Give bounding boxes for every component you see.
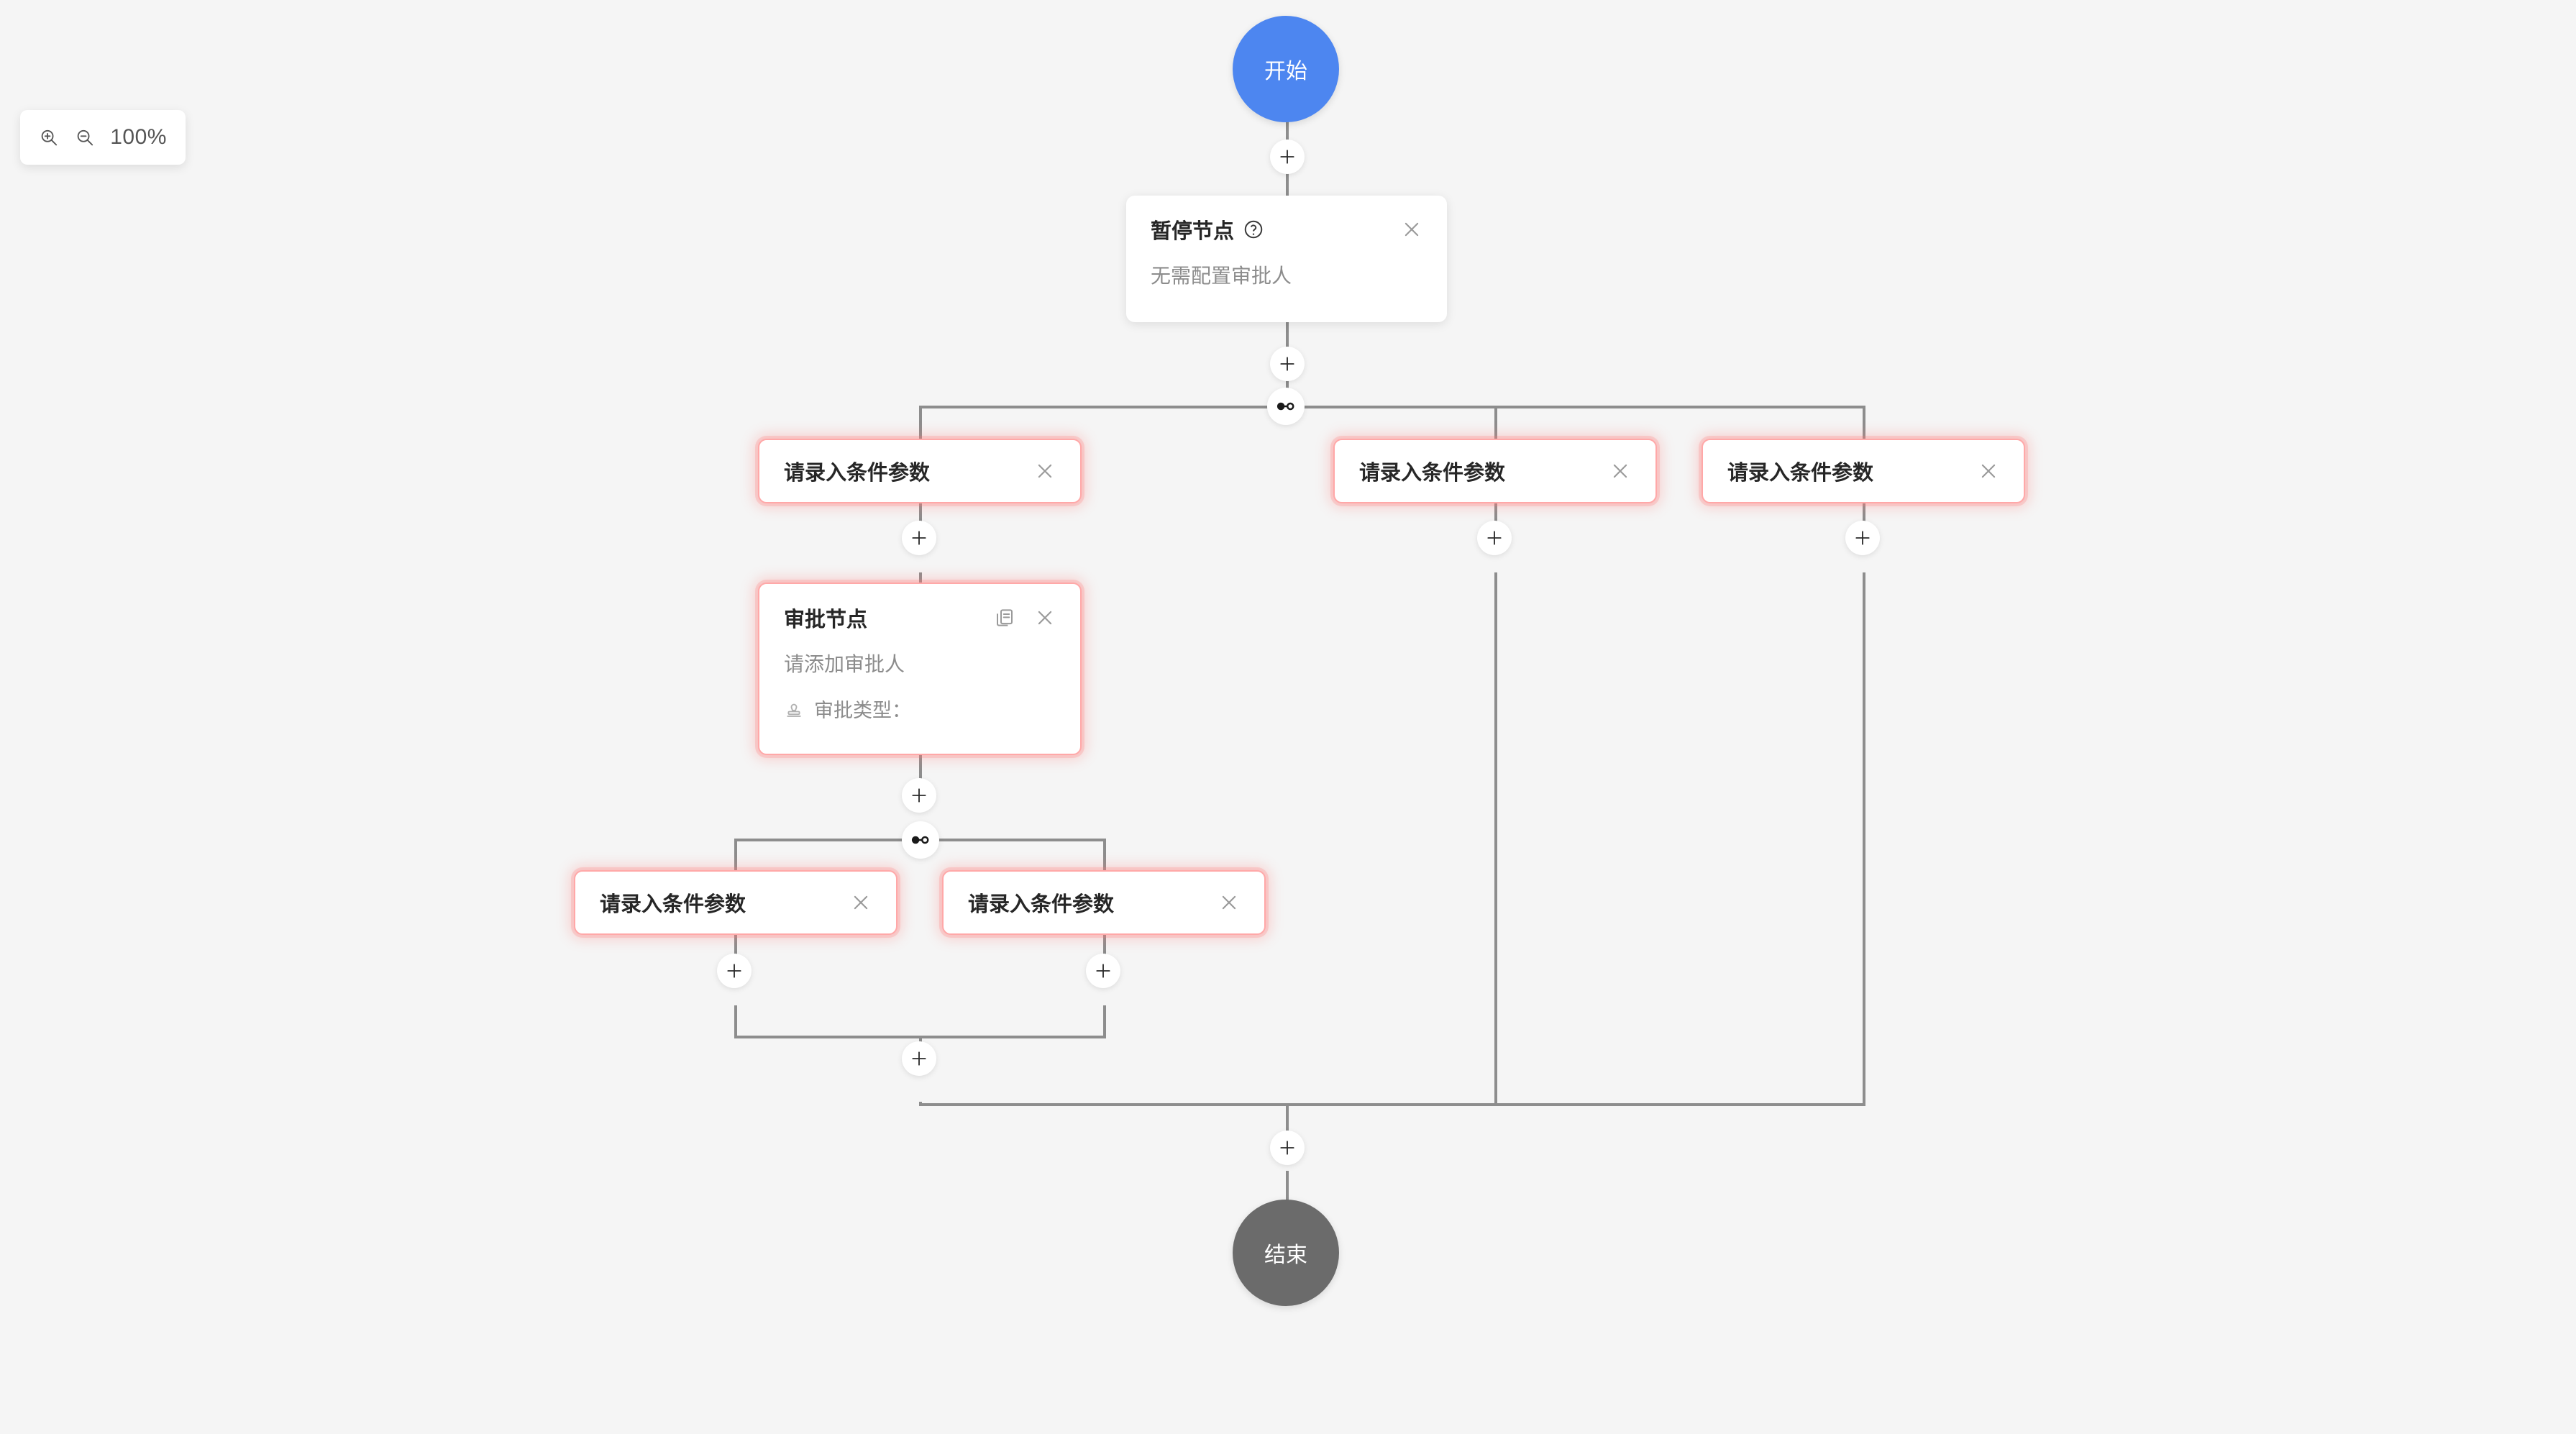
- pause-node-actions: [1401, 219, 1422, 240]
- zoom-level-label: 100%: [110, 125, 167, 149]
- approval-node-title: 审批节点: [784, 608, 868, 631]
- plus-icon: [1280, 150, 1294, 164]
- outer-branch-drop-2: [1494, 406, 1497, 439]
- zoom-out-icon[interactable]: [75, 123, 95, 152]
- connector-inner-cond1-to-add: [734, 935, 737, 971]
- add-node-button-branch-1[interactable]: [902, 521, 936, 555]
- outer-branch-junction[interactable]: [1267, 388, 1305, 425]
- approval-node-actions: [994, 607, 1056, 629]
- connector-inner-add2-to-merge: [1103, 1005, 1106, 1038]
- add-node-button-branch-3[interactable]: [1845, 521, 1880, 555]
- close-icon[interactable]: [1034, 460, 1056, 482]
- outer-branch-drop-1: [919, 406, 922, 439]
- connector-inner-cond2-to-add: [1103, 935, 1106, 971]
- connector-approval-to-add: [919, 752, 922, 790]
- condition-label: 请录入条件参数: [784, 462, 931, 485]
- plus-icon: [912, 531, 926, 545]
- connector-branch2-passthrough: [1494, 572, 1497, 1105]
- plus-icon: [1855, 531, 1870, 545]
- inner-branch-junction[interactable]: [902, 821, 939, 859]
- plus-icon: [912, 1051, 926, 1066]
- add-node-button-start[interactable]: [1270, 140, 1305, 174]
- outer-branch-merge-bar: [919, 1103, 1865, 1106]
- inner-branch-drop-1: [734, 839, 737, 870]
- pause-node-card[interactable]: 暂停节点 无需配置审批人: [1126, 196, 1447, 322]
- close-icon[interactable]: [1034, 607, 1056, 629]
- add-node-button-inner-branch-2[interactable]: [1086, 954, 1120, 988]
- close-icon[interactable]: [1401, 219, 1422, 240]
- zoom-in-icon[interactable]: [39, 123, 59, 152]
- plus-icon: [1280, 1141, 1294, 1155]
- condition-label: 请录入条件参数: [600, 893, 746, 916]
- condition-label: 请录入条件参数: [1727, 462, 1874, 485]
- close-icon[interactable]: [1218, 892, 1240, 913]
- inner-branch-drop-2: [1103, 839, 1106, 870]
- outer-branch-split-bar: [921, 406, 1865, 408]
- start-node-label: 开始: [1264, 60, 1307, 83]
- connector-add-to-pause: [1286, 171, 1289, 200]
- condition-label: 请录入条件参数: [968, 893, 1115, 916]
- plus-icon: [1280, 357, 1294, 371]
- close-icon[interactable]: [1609, 460, 1631, 482]
- plus-icon: [912, 788, 926, 803]
- pause-node-title-text: 暂停节点: [1151, 220, 1235, 243]
- add-node-button-after-pause[interactable]: [1270, 347, 1305, 381]
- zoom-toolbar: 100%: [20, 110, 186, 165]
- branch-junction-icon: [1276, 402, 1294, 411]
- connector-inner-add1-to-merge: [734, 1005, 737, 1038]
- pause-node-body: 无需配置审批人: [1151, 265, 1292, 287]
- connector-branch3-passthrough: [1863, 572, 1865, 1105]
- approval-type-label: 审批类型：: [814, 700, 911, 721]
- add-node-button-branch-2[interactable]: [1477, 521, 1512, 555]
- end-node-label: 结束: [1264, 1243, 1307, 1267]
- inner-condition-card-2[interactable]: 请录入条件参数: [942, 870, 1266, 935]
- condition-card-1[interactable]: 请录入条件参数: [758, 439, 1082, 503]
- connector-add-to-end: [1286, 1171, 1289, 1202]
- condition-label: 请录入条件参数: [1359, 462, 1506, 485]
- approval-node-card[interactable]: 审批节点 请添加审批人 审批类型：: [758, 583, 1082, 755]
- add-node-button-inner-branch-1[interactable]: [717, 954, 752, 988]
- connector-pause-to-add: [1286, 319, 1289, 351]
- plus-icon: [727, 964, 741, 978]
- end-node[interactable]: 结束: [1233, 1200, 1339, 1306]
- inner-condition-card-1[interactable]: 请录入条件参数: [574, 870, 898, 935]
- branch-junction-icon: [911, 836, 929, 844]
- add-node-button-inner-merge[interactable]: [902, 1041, 936, 1076]
- outer-branch-drop-3: [1863, 406, 1865, 439]
- add-node-button-after-approval[interactable]: [902, 778, 936, 813]
- approval-node-body: 请添加审批人: [784, 653, 905, 675]
- add-node-button-before-end[interactable]: [1270, 1131, 1305, 1165]
- copy-icon[interactable]: [994, 607, 1015, 629]
- approval-node-footer: 审批类型：: [759, 677, 1080, 723]
- plus-icon: [1096, 964, 1110, 978]
- close-icon[interactable]: [850, 892, 872, 913]
- start-node[interactable]: 开始: [1233, 16, 1339, 122]
- condition-card-2[interactable]: 请录入条件参数: [1333, 439, 1657, 503]
- pause-node-title: 暂停节点: [1151, 214, 1264, 245]
- condition-card-3[interactable]: 请录入条件参数: [1702, 439, 2025, 503]
- connector-merge-to-add: [1286, 1103, 1289, 1136]
- connector-start-to-add: [1286, 115, 1289, 147]
- plus-icon: [1487, 531, 1502, 545]
- close-icon[interactable]: [1978, 460, 1999, 482]
- question-circle-icon[interactable]: [1243, 219, 1264, 240]
- stamp-icon: [787, 703, 801, 717]
